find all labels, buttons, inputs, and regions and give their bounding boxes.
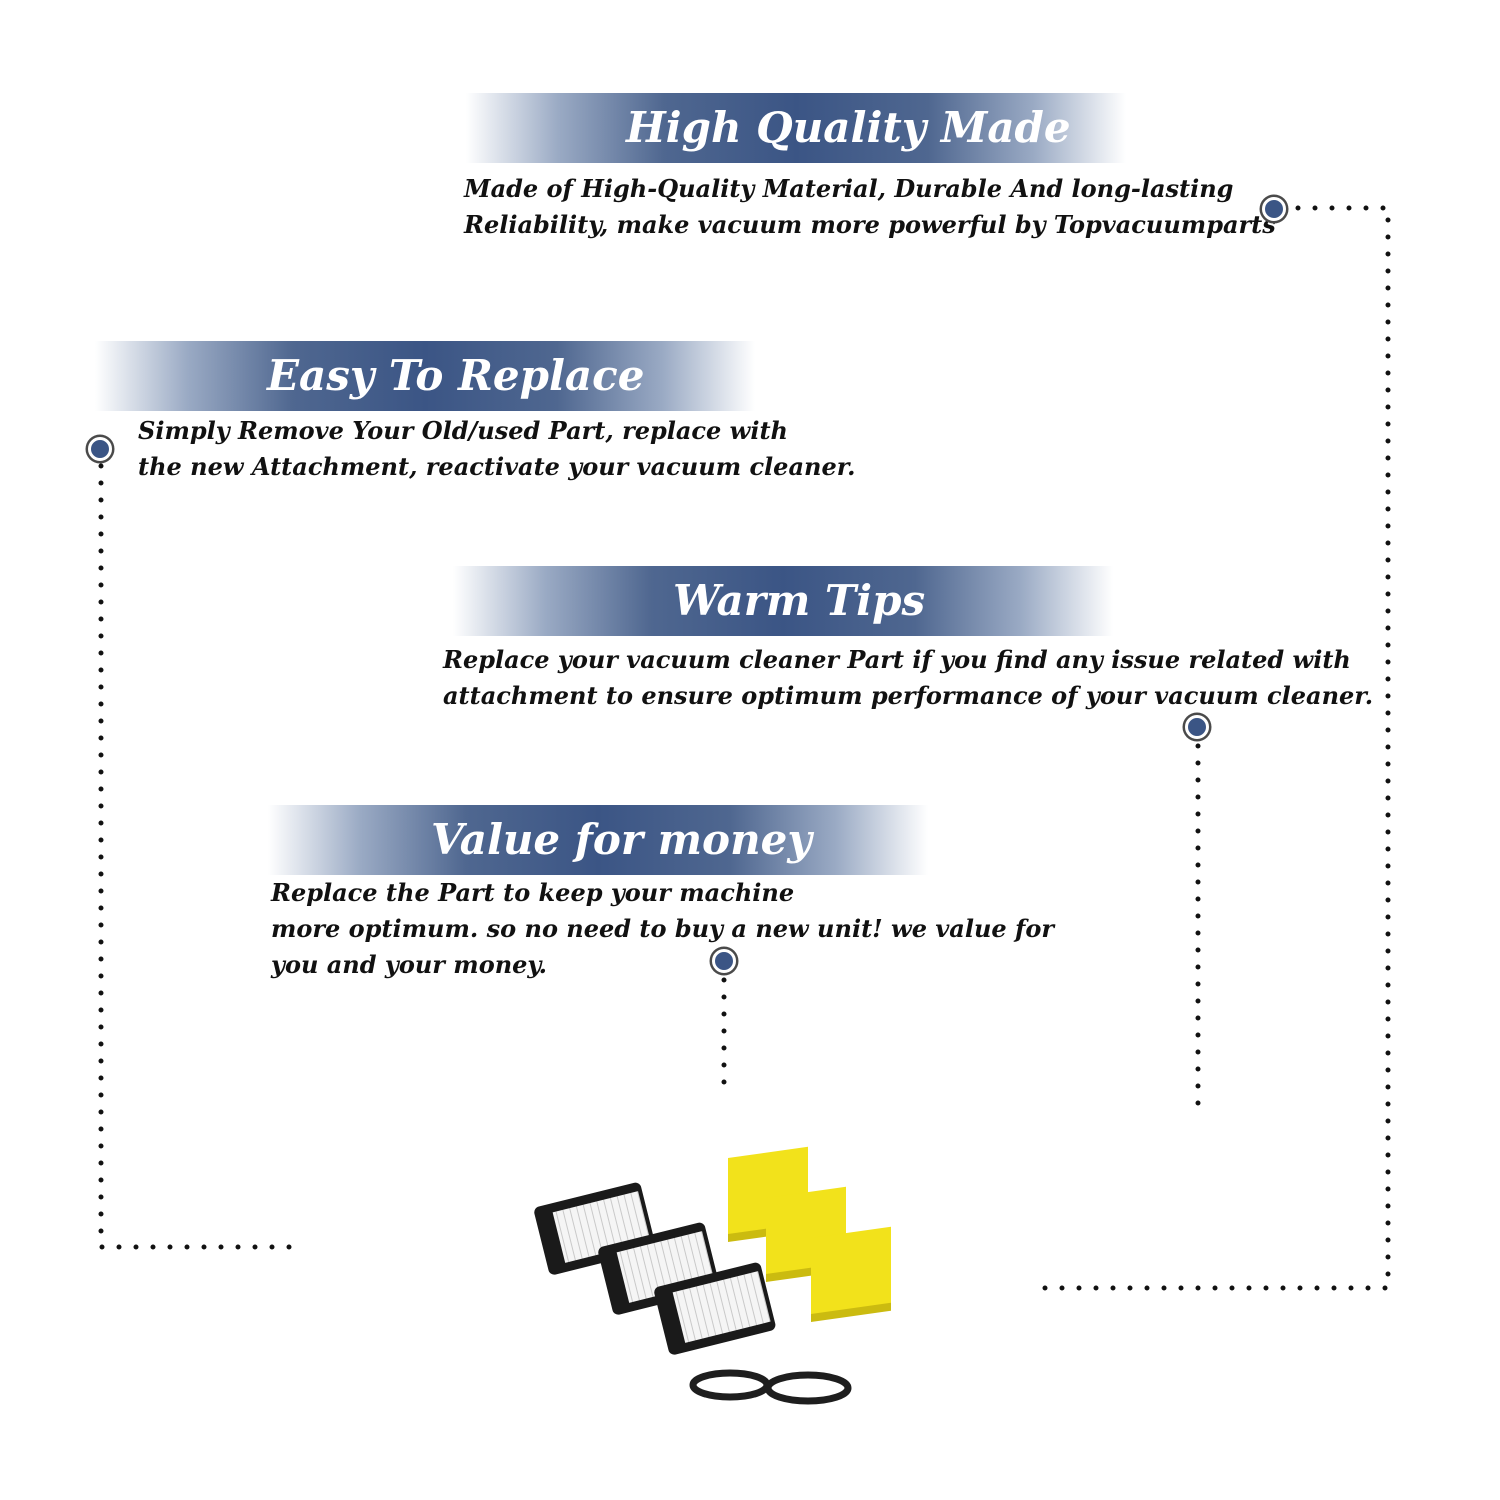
title-value: Value for money [431, 815, 812, 864]
banner-value: Value for money [268, 805, 928, 875]
title-high-quality: High Quality Made [626, 103, 1071, 152]
banner-high-quality: High Quality Made [466, 93, 1126, 163]
desc-easy-replace-line-2: the new Attachment, reactivate your vacu… [138, 452, 856, 481]
hepa-filter-icon [534, 1182, 776, 1355]
desc-warm-tips-line-2: attachment to ensure optimum performance… [443, 681, 1374, 710]
marker-warm-tips-icon [1185, 715, 1209, 739]
desc-warm-tips-line-1: Replace your vacuum cleaner Part if you … [443, 645, 1351, 674]
desc-high-quality-line-2: Reliability, make vacuum more powerful b… [464, 210, 1276, 239]
banner-warm-tips: Warm Tips [453, 566, 1113, 636]
title-warm-tips: Warm Tips [673, 576, 926, 625]
marker-easy-replace-icon [88, 437, 112, 461]
desc-high-quality: Made of High-Quality Material, Durable A… [464, 171, 1276, 243]
desc-easy-replace-line-1: Simply Remove Your Old/used Part, replac… [138, 416, 788, 445]
desc-value-line-1: Replace the Part to keep your machine [271, 878, 795, 907]
desc-easy-replace: Simply Remove Your Old/used Part, replac… [138, 413, 856, 485]
marker-value-icon [712, 949, 736, 973]
title-easy-replace: Easy To Replace [267, 351, 645, 400]
foam-filter-icon [728, 1146, 891, 1322]
desc-value-line-3: you and your money. [271, 950, 547, 979]
desc-value-line-2: more optimum. so no need to buy a new un… [271, 914, 1054, 943]
marker-high-quality-icon [1262, 197, 1286, 221]
desc-high-quality-line-1: Made of High-Quality Material, Durable A… [464, 174, 1234, 203]
belt-icon [689, 1369, 852, 1405]
desc-value: Replace the Part to keep your machine mo… [271, 875, 1054, 983]
connector-easy-replace [98, 463, 299, 1250]
banner-easy-replace: Easy To Replace [95, 341, 755, 411]
connector-high-quality [1035, 205, 1391, 1291]
desc-warm-tips: Replace your vacuum cleaner Part if you … [443, 642, 1373, 714]
